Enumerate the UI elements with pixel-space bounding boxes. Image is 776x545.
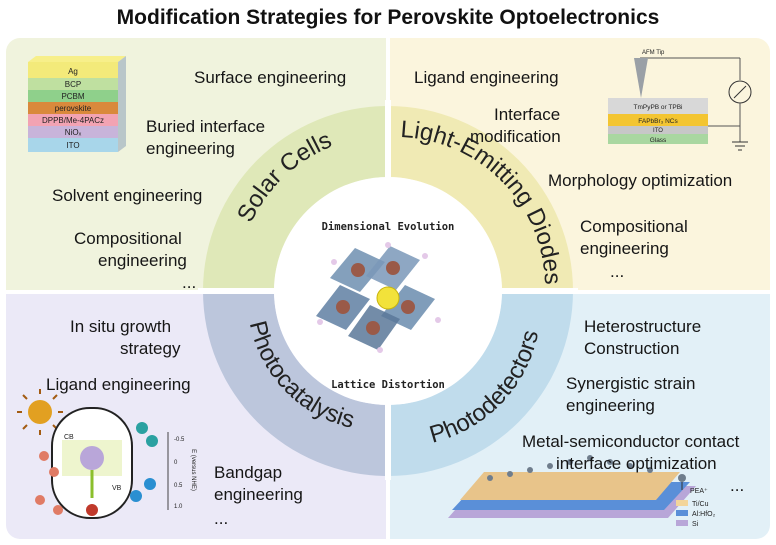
- pd-strategy-hetero-2: Construction: [584, 339, 680, 358]
- pea-label: PEA⁺: [690, 488, 708, 495]
- tick-05: 0.5: [174, 483, 183, 489]
- photocat-strategy-insitu-1: In situ growth: [70, 317, 172, 336]
- photocat-strategy-more: ...: [214, 509, 229, 528]
- layer-perovskite: perovskite: [55, 104, 92, 113]
- pd-strategy-contact-1: Metal-semiconductor contact: [522, 432, 740, 451]
- led-strategy-morphology: Morphology optimization: [548, 171, 733, 190]
- perovskite-crystal-icon: [316, 242, 441, 353]
- ring-led: [388, 106, 573, 291]
- photocat-strategy-bandgap-1: Bandgap: [214, 463, 283, 482]
- afm-tip-label: AFM Tip: [642, 50, 665, 56]
- layer-ito-led: ITO: [653, 128, 663, 134]
- cb-label: CB: [64, 434, 74, 441]
- led-strategy-comp-1: Compositional: [580, 217, 688, 236]
- tick-0: 0: [174, 460, 178, 466]
- led-strategy-ligand: Ligand engineering: [414, 68, 559, 87]
- solar-strategy-buried-2: engineering: [146, 139, 235, 158]
- solar-strategy-comp-1: Compositional: [74, 229, 182, 248]
- led-device-diagram: AFM Tip TmPyPB or TPBi FAPbBr₃ NCs ITO G…: [608, 50, 752, 151]
- pd-strategy-contact-2: interface optimization: [556, 454, 717, 473]
- pd-strategy-strain-1: Synergistic strain: [566, 374, 696, 393]
- solar-strategy-more: ...: [182, 273, 197, 292]
- led-strategy-interface-2: modification: [470, 127, 561, 146]
- solar-strategy-solvent: Solvent engineering: [52, 186, 203, 205]
- solar-cell-stack-diagram: Ag BCP PCBM perovskite DPPB/Me-4PACz NiO…: [28, 56, 126, 152]
- photocat-strategy-ligand: Ligand engineering: [46, 375, 191, 394]
- ring-photocatalysis: [203, 291, 388, 476]
- led-strategy-more: ...: [610, 262, 625, 281]
- led-strategy-interface-1: Interface: [494, 105, 561, 124]
- pd-strategy-more: ...: [730, 476, 745, 495]
- photocatalysis-diagram: CB VB -0.5 0 0.5 1.0 E (versus NHE): [17, 389, 196, 519]
- lattice-distortion-label: Lattice Distortion: [331, 379, 445, 391]
- layer-sam: DPPB/Me-4PACz: [42, 116, 104, 125]
- solar-strategy-buried-1: Buried interface: [146, 117, 266, 136]
- solar-strategy-surface: Surface engineering: [194, 68, 347, 87]
- legend-alhfo2: Al:HfO₂: [692, 511, 716, 518]
- ring-photodetectors: [388, 291, 573, 476]
- page-title: Modification Strategies for Perovskite O…: [116, 6, 660, 29]
- led-strategy-comp-2: engineering: [580, 239, 669, 258]
- vb-label: VB: [112, 485, 122, 492]
- pd-strategy-hetero-1: Heterostructure: [584, 317, 702, 336]
- photocat-strategy-insitu-2: strategy: [120, 339, 181, 358]
- layer-pcbm: PCBM: [61, 92, 84, 101]
- photodetector-device-diagram: PEA⁺ Ti/Cu Al:HfO₂ Si: [448, 455, 716, 528]
- photocat-strategy-bandgap-2: engineering: [214, 485, 303, 504]
- layer-bcp: BCP: [65, 80, 81, 89]
- layer-tmpypb: TmPyPB or TPBi: [633, 104, 682, 111]
- pd-strategy-strain-2: engineering: [566, 396, 655, 415]
- layer-glass: Glass: [650, 137, 667, 144]
- legend-ticu: Ti/Cu: [692, 501, 709, 508]
- layer-nio: NiOₓ: [65, 128, 82, 137]
- energy-axis-label: E (versus NHE): [190, 449, 196, 491]
- ring-solar: [203, 106, 388, 291]
- layer-fapbbr3: FAPbBr₃ NCs: [638, 118, 678, 125]
- layer-ag: Ag: [68, 67, 78, 76]
- tick-10: 1.0: [174, 504, 183, 510]
- layer-ito: ITO: [66, 141, 79, 150]
- solar-strategy-comp-2: engineering: [98, 251, 187, 270]
- legend-si: Si: [692, 521, 699, 528]
- tick-neg05: -0.5: [174, 437, 185, 443]
- dimensional-evolution-label: Dimensional Evolution: [322, 221, 455, 233]
